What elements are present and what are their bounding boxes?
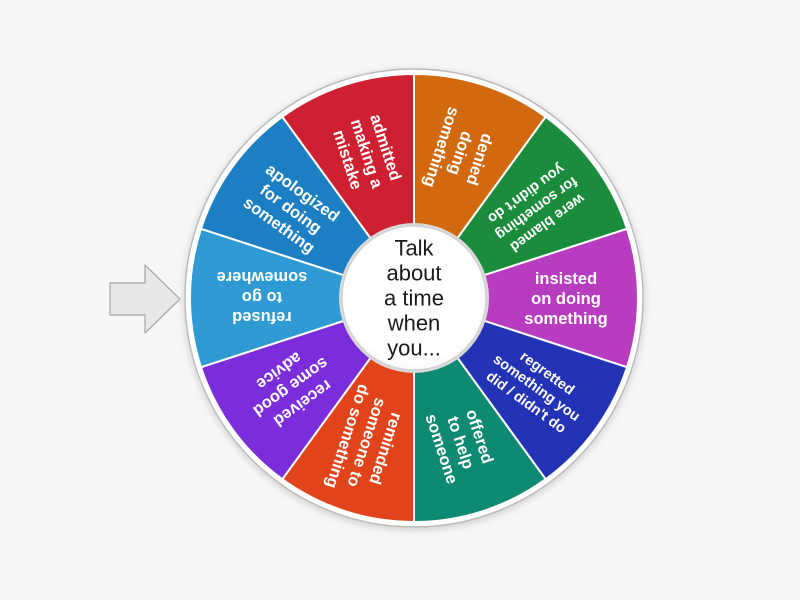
wheel-segment-label-line: to go	[242, 288, 282, 306]
wheel-center-label-line: Talk	[394, 235, 434, 260]
wheel-segment-label-line: insisted	[535, 270, 597, 288]
wheel-hub[interactable]	[339, 223, 489, 373]
wheel-segment-label-line: somewhere	[217, 268, 308, 286]
spinner-pointer-arrow	[109, 264, 181, 334]
wheel-segment-label-line: on doing	[531, 290, 601, 308]
wheel-center-label-line: when	[387, 310, 441, 335]
wheel-segment-label-line: refused	[232, 308, 292, 326]
wheel-segment[interactable]	[188, 227, 418, 369]
wheel-segment-label-line: something	[524, 310, 607, 328]
wheel-center-label-line: about	[386, 260, 441, 285]
wheel-segment-label: insisted on doing something	[524, 270, 607, 328]
wheel-segment-label: refused to go somewhere	[217, 268, 308, 326]
wheel-center-label-line: a time	[384, 285, 444, 310]
wheel-center-label-line: you...	[387, 335, 441, 360]
wheel-segment[interactable]	[410, 227, 640, 369]
